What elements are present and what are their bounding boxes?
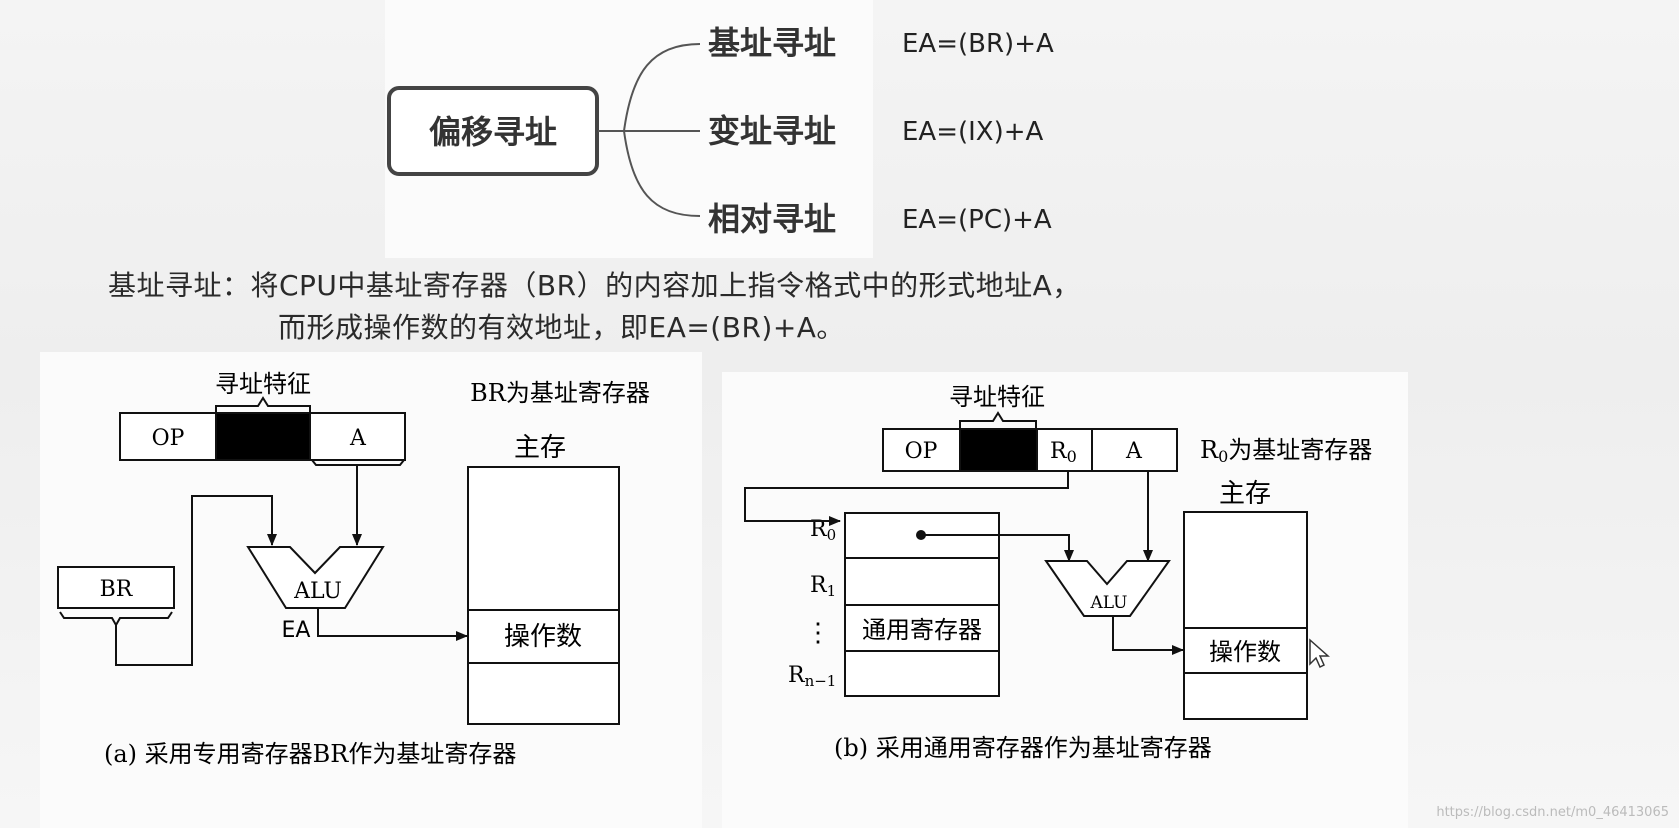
b-op-field [882,428,961,472]
a-a-label: A [349,426,367,451]
b-r0-field [1036,428,1093,472]
b-reg-dots: ⋮ [805,618,831,648]
b-note: R0为基址寄存器 [1200,436,1372,466]
formula-2: EA=(IX)+A [902,117,1044,147]
b-alu-to-memory-arrow [1112,616,1184,655]
mindmap-branch-label-1: 基址寻址 [708,24,836,62]
mindmap-root-label: 偏移寻址 [429,113,557,151]
formula-1: EA=(BR)+A [902,29,1054,59]
b-memory-label: 主存 [1219,479,1271,509]
b-reg-label-r0: R0 [810,517,836,544]
a-ea-to-memory-arrow [317,608,468,641]
mindmap-branch-label-3: 相对寻址 [708,200,836,238]
a-a-field [309,412,406,461]
description-line-2: 而形成操作数的有效地址，即EA=(BR)+A。 [278,311,845,344]
diagram-a: 寻址特征 BR为基址寄存器 OP A 主存 操作数 BR ALU EA (a) … [57,370,650,768]
mindmap: 偏移寻址 基址寻址 变址寻址 相对寻址 EA=(BR)+A EA=(IX)+A … [387,24,1054,238]
a-memory-label: 主存 [514,433,566,463]
b-alu-label: ALU [1090,593,1128,613]
mindmap-root-box [387,86,599,176]
b-reg-label-rn: Rn−1 [788,663,836,690]
a-caption: (a) 采用专用寄存器BR作为基址寄存器 [104,740,516,768]
mindmap-branch-line-3 [623,130,701,217]
b-gpr-label: 通用寄存器 [862,616,982,644]
b-a-field [1091,428,1178,472]
a-memory-block [467,466,620,725]
b-alu-shape [1044,560,1171,617]
b-op-label: OP [905,439,938,464]
b-feature-label: 寻址特征 [949,383,1045,411]
b-operand-label: 操作数 [1209,638,1281,666]
b-reg-label-r1: R1 [810,573,836,600]
watermark: https://blog.csdn.net/m0_46413065 [1436,805,1669,820]
diagram-b: 寻址特征 OP R0 A R0为基址寄存器 主存 操作数 通用寄存器 R0 R1… [744,383,1372,762]
b-r0-field-to-reg-arrow [744,471,1069,526]
a-op-label: OP [152,426,185,451]
b-memory-block [1183,511,1308,720]
a-br-brace [59,611,173,628]
mindmap-branch-label-2: 变址寻址 [708,112,836,150]
mindmap-branch-line-1 [623,43,701,132]
a-ea-label: EA [282,618,311,643]
b-feature-brace [959,411,1037,428]
b-r0-to-alu-arrow [921,534,1074,562]
a-operand-label: 操作数 [504,622,582,652]
a-alu-label: ALU [293,579,342,604]
a-feature-label: 寻址特征 [215,370,311,398]
b-feature-field [959,428,1038,472]
b-caption: (b) 采用通用寄存器作为基址寄存器 [834,734,1212,762]
a-feature-brace [215,396,311,413]
description-line-1: 基址寻址：将CPU中基址寄存器（BR）的内容加上指令格式中的形式地址A， [108,269,1081,302]
a-br-to-alu-arrow [115,495,277,666]
b-r0-field-label: R0 [1050,439,1077,466]
formula-3: EA=(PC)+A [902,205,1052,235]
a-br-label: BR [100,577,134,602]
a-br-register [57,566,175,609]
a-feature-field [215,412,311,461]
a-note: BR为基址寄存器 [470,379,650,407]
a-alu-shape [246,546,385,609]
b-a-label: A [1125,439,1143,464]
mouse-cursor-icon [1309,638,1330,669]
